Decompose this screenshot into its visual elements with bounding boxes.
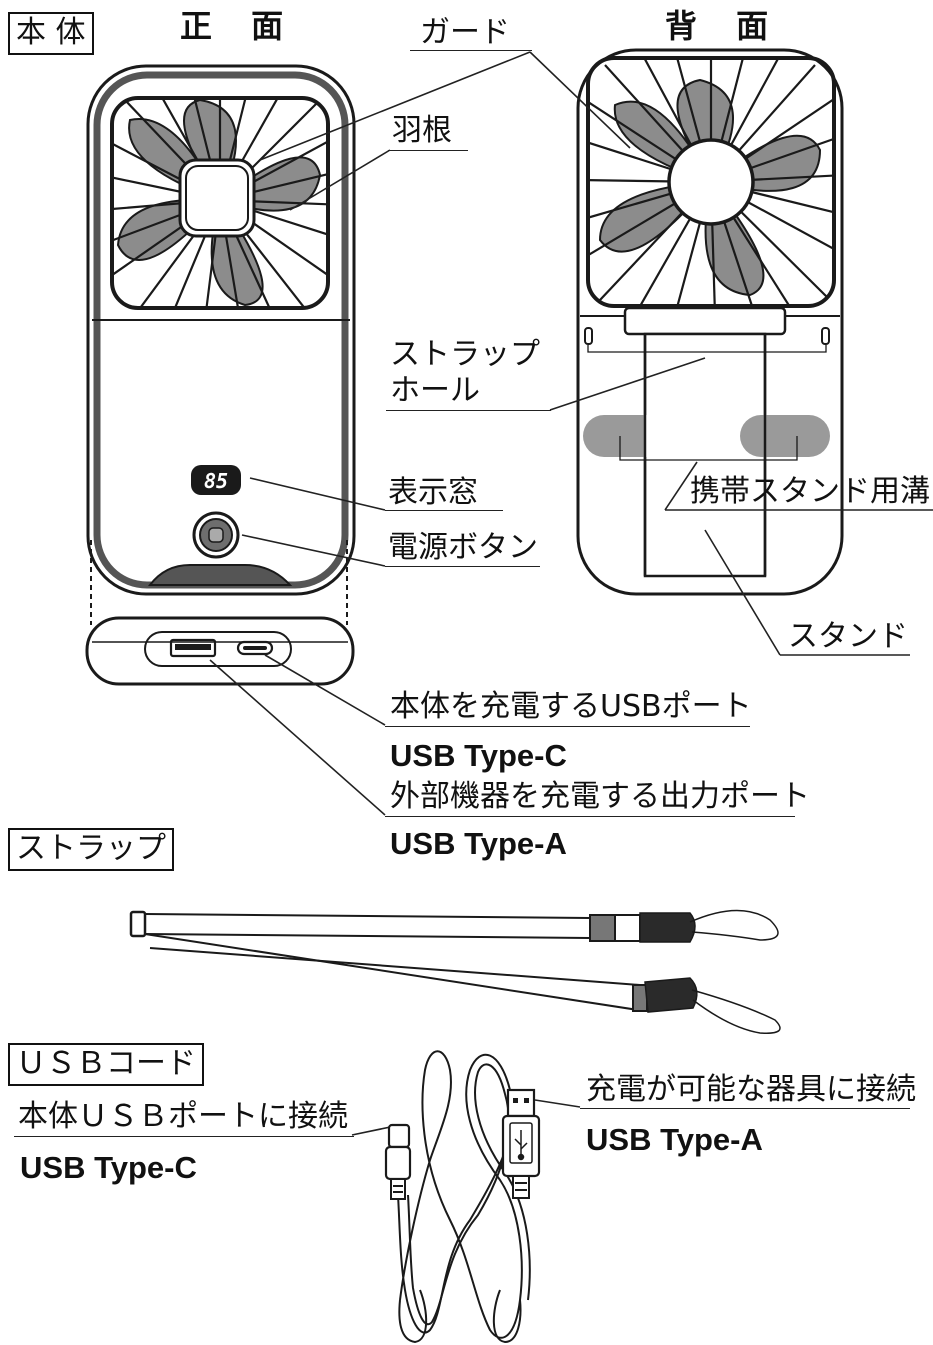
front-view-heading: 正 面 xyxy=(180,7,298,45)
power-underline xyxy=(385,566,540,567)
usb-cord-illustration xyxy=(384,1050,541,1344)
output-port-underline xyxy=(385,816,795,817)
label-charge-port: 本体を充電するUSBポート xyxy=(390,689,752,724)
display-underline xyxy=(385,510,503,511)
label-strap-hole-line1: ストラップ xyxy=(390,337,540,372)
strap-illustration xyxy=(129,909,781,1034)
section-usb-cord-label: ＵＳＢコード xyxy=(8,1043,204,1086)
label-power-button: 電源ボタン xyxy=(388,530,538,565)
guard-underline xyxy=(410,50,532,51)
label-type-a: USB Type-A xyxy=(390,826,567,861)
label-cord-right-type: USB Type-A xyxy=(586,1122,763,1157)
usb-symbol-icon xyxy=(509,1122,533,1164)
display-window-value: 85 xyxy=(204,469,228,493)
label-stand-groove: 携帯スタンド用溝 xyxy=(690,474,930,509)
charge-port-underline xyxy=(385,726,750,727)
label-stand: スタンド xyxy=(788,619,908,654)
back-fan-unit xyxy=(576,48,844,596)
cord-right-underline xyxy=(580,1108,910,1109)
leader-lines xyxy=(209,51,781,1136)
back-view-heading: 背 面 xyxy=(665,7,783,45)
label-cord-left: 本体ＵＳＢポートに接続 xyxy=(18,1099,348,1134)
section-strap-label: ストラップ xyxy=(8,828,174,871)
strap-hole-underline xyxy=(386,410,551,411)
label-guard: ガード xyxy=(420,15,510,50)
blade-underline xyxy=(388,150,468,151)
label-output-port: 外部機器を充電する出力ポート xyxy=(390,779,810,814)
label-strap-hole-line2: ホール xyxy=(390,373,480,408)
label-display-window: 表示窓 xyxy=(388,475,478,510)
front-fan-unit xyxy=(85,64,356,686)
section-body-label: 本 体 xyxy=(8,12,94,55)
label-cord-left-type: USB Type-C xyxy=(20,1150,197,1185)
label-blade: 羽根 xyxy=(392,113,452,148)
label-cord-right: 充電が可能な器具に接続 xyxy=(586,1072,916,1107)
label-type-c: USB Type-C xyxy=(390,738,567,773)
cord-left-underline xyxy=(14,1136,354,1137)
